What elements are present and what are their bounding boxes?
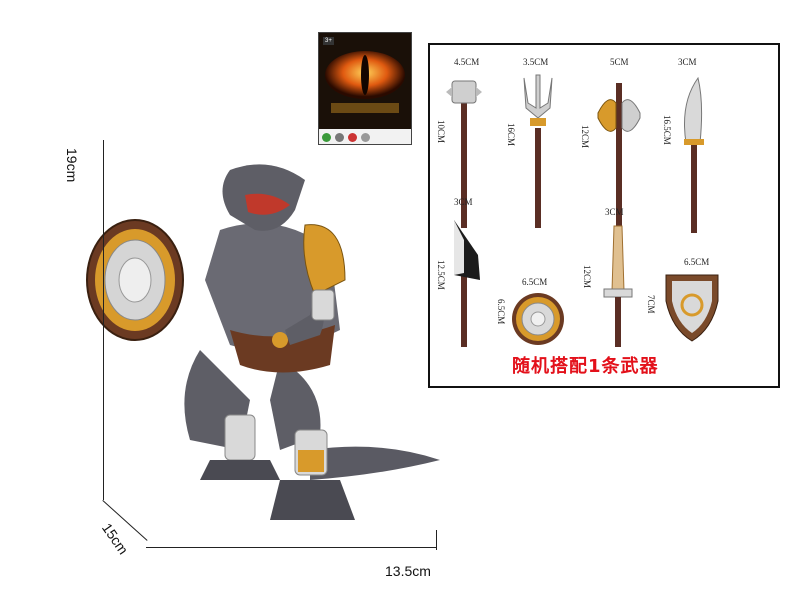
round-shield-height-label: 6.5CM [496, 299, 506, 325]
height-dimension-line [103, 140, 104, 500]
axe-length-label: 12CM [580, 125, 590, 149]
age-badge: 3+ [323, 37, 334, 45]
trident-length-label: 16CM [506, 123, 516, 147]
left-shin-guard [224, 414, 256, 461]
height-label: 19cm [64, 148, 80, 183]
dino-left-foot [200, 460, 280, 480]
weapons-caption: 随机搭配1条武器 [512, 356, 659, 377]
trident-width-label: 3.5CM [523, 57, 549, 67]
mace-length-label: 10CM [436, 120, 446, 144]
dino-right-leg [270, 360, 321, 450]
blade-width-label: 3CM [678, 57, 697, 67]
round-shield-held [86, 219, 184, 341]
round-shield-icon [512, 293, 564, 345]
dinosaur-figure [86, 164, 440, 520]
sword-width-label: 3CM [605, 207, 624, 217]
dino-tail [310, 446, 440, 480]
package-card: 3+ [318, 32, 412, 145]
blade-length-label: 16.5CM [662, 115, 672, 145]
cleaver-icon [454, 220, 480, 347]
mace-width-label: 4.5CM [454, 57, 480, 67]
shoulder-armor [303, 224, 346, 296]
mace-icon [446, 80, 482, 228]
trident-icon [523, 74, 553, 228]
battle-axe-icon [597, 83, 641, 228]
width-label: 13.5cm [385, 563, 431, 579]
dragon-eye-image [319, 33, 411, 129]
round-shield-width-label: 6.5CM [522, 277, 548, 287]
width-dimension-line [146, 547, 436, 548]
weapons-panel: 4.5CM 10CM 3.5CM 16CM 5CM 12CM 3CM 16.5C… [428, 43, 780, 388]
kite-shield-height-label: 7CM [646, 295, 656, 314]
sword-icon [603, 225, 633, 347]
sword-length-label: 12CM [582, 265, 592, 289]
cleaver-length-label: 12.5CM [436, 260, 446, 290]
card-footer [319, 129, 411, 144]
dino-right-foot [270, 480, 355, 520]
axe-width-label: 5CM [610, 57, 629, 67]
curved-blade-icon [684, 76, 704, 233]
kite-shield-width-label: 6.5CM [684, 257, 710, 267]
kite-shield-icon [665, 274, 719, 342]
cleaver-width-label: 3CM [454, 197, 473, 207]
dino-mouth [245, 193, 290, 215]
